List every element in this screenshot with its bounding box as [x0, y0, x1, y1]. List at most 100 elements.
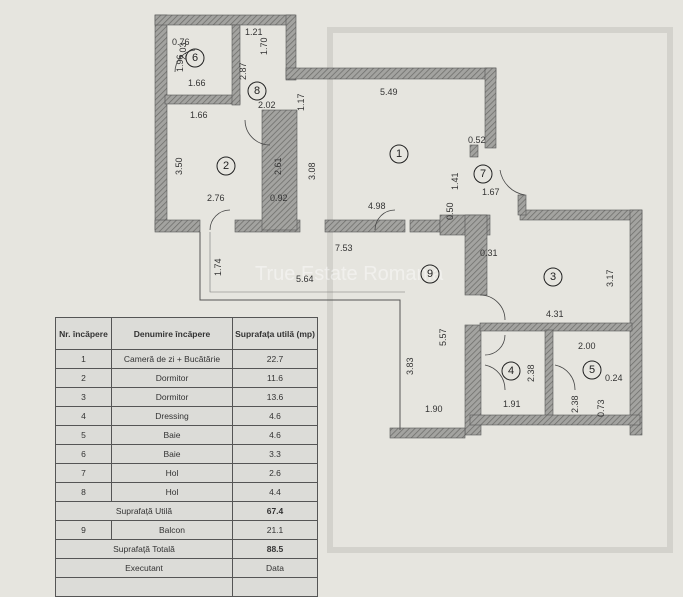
watermark: True Estate Romania — [255, 263, 444, 285]
table-cell: Suprafață Totală — [55, 539, 233, 559]
table-cell: Cameră de zi + Bucătărie — [111, 349, 233, 369]
dimension-label: 1.74 — [213, 258, 223, 276]
table-cell: 13.6 — [232, 387, 318, 407]
doors — [174, 49, 576, 391]
dimension-label: 2.02 — [258, 100, 276, 110]
dimension-label: 2.38 — [526, 364, 536, 382]
room-7-label: 7 — [480, 168, 486, 180]
dimension-label: 7.53 — [335, 243, 353, 253]
room-labels: 6 8 2 1 7 9 3 4 5 — [185, 48, 602, 381]
room-1-label: 1 — [396, 148, 402, 160]
room-9-label: 9 — [427, 268, 433, 280]
dimension-label: 2.38 — [570, 395, 580, 413]
table-cell: 8 — [55, 482, 112, 502]
table-header: Nr. încăpere Denumire încăpere Suprafața… — [55, 317, 318, 350]
table-cell: Baie — [111, 425, 233, 445]
walls — [154, 14, 643, 439]
dimension-label: 3.50 — [174, 157, 184, 175]
dimension-label: 3.17 — [605, 269, 615, 287]
dimension-label: 2.61 — [273, 157, 283, 175]
dimension-label: 0.50 — [445, 202, 455, 220]
table-cell: 7 — [55, 463, 112, 483]
table-cell: Dormitor — [111, 387, 233, 407]
table-cell: 3 — [55, 387, 112, 407]
dimension-label: 0.52 — [468, 135, 486, 145]
room-areas-table: Nr. încăpere Denumire încăpere Suprafața… — [55, 317, 318, 597]
dimension-label: 1.17 — [296, 93, 306, 111]
blank-row — [55, 577, 318, 597]
table-cell: Executant — [55, 558, 233, 578]
table-cell: Dressing — [111, 406, 233, 426]
table-cell: Denumire încăpere — [111, 317, 233, 350]
dimension-label: 1.91 — [503, 399, 521, 409]
dimension-label: 1.90 — [425, 404, 443, 414]
dimension-labels: 0.76 1.21 1.66 2.02 5.49 1.66 0.52 1.67 … — [172, 27, 623, 417]
dimension-label: 1.96 — [175, 54, 185, 72]
dimension-label: 5.57 — [438, 328, 448, 346]
table-cell: 6 — [55, 444, 112, 464]
table-cell: 3.3 — [232, 444, 318, 464]
table-cell: 2 — [55, 368, 112, 388]
dimension-label: 1.66 — [190, 110, 208, 120]
dimension-label: 1.66 — [188, 78, 206, 88]
dimension-label: 2.76 — [207, 193, 225, 203]
table-cell: 4.4 — [232, 482, 318, 502]
table-cell: 21.1 — [232, 520, 318, 540]
dimension-label: 2.00 — [578, 341, 596, 351]
balcony-outline — [199, 232, 401, 430]
table-cell: Hol — [111, 482, 233, 502]
dimension-label: 0.73 — [596, 399, 606, 417]
table-cell: 11.6 — [232, 368, 318, 388]
dimension-label: 2.87 — [238, 62, 248, 80]
dimension-label: 1.70 — [259, 37, 269, 55]
dimension-label: 1.67 — [482, 187, 500, 197]
table-cell: 22.7 — [232, 349, 318, 369]
table-cell: 4 — [55, 406, 112, 426]
dimension-label: 5.64 — [296, 274, 314, 284]
table-cell: 88.5 — [232, 539, 318, 559]
room-3-label: 3 — [550, 271, 556, 283]
background-drawing — [327, 27, 673, 553]
table-cell: 4.6 — [232, 425, 318, 445]
table-cell: Data — [232, 558, 318, 578]
room-6-label: 6 — [192, 52, 198, 64]
room-4-label: 4 — [508, 365, 514, 377]
table-cell: 4.6 — [232, 406, 318, 426]
table-cell: Dormitor — [111, 368, 233, 388]
table-cell: Suprafață Utilă — [55, 501, 233, 521]
dimension-label: 3.83 — [405, 357, 415, 375]
table-cell: Suprafața utilă (mp) — [232, 317, 318, 350]
dimension-label: 0.92 — [270, 193, 288, 203]
table-cell: 9 — [55, 520, 112, 540]
room-8-label: 8 — [254, 85, 260, 97]
dimension-label: 4.98 — [368, 201, 386, 211]
table-cell: 1 — [55, 349, 112, 369]
dimension-label: 0.31 — [480, 248, 498, 258]
dimension-label: 3.08 — [307, 162, 317, 180]
table-cell: Hol — [111, 463, 233, 483]
dimension-label: 1.21 — [245, 27, 263, 37]
room-5-label: 5 — [589, 364, 595, 376]
table-cell: Baie — [111, 444, 233, 464]
table-cell: 67.4 — [232, 501, 318, 521]
table-cell: 5 — [55, 425, 112, 445]
dimension-label: 2.03 — [178, 42, 188, 60]
table-cell: Nr. încăpere — [55, 317, 112, 350]
table-cell: 2.6 — [232, 463, 318, 483]
floor-plan: True Estate Romania 6 8 2 1 7 9 3 4 5 0.… — [154, 14, 673, 553]
table-cell: Balcon — [111, 520, 233, 540]
room-2-label: 2 — [223, 160, 229, 172]
dimension-label: 1.41 — [450, 172, 460, 190]
